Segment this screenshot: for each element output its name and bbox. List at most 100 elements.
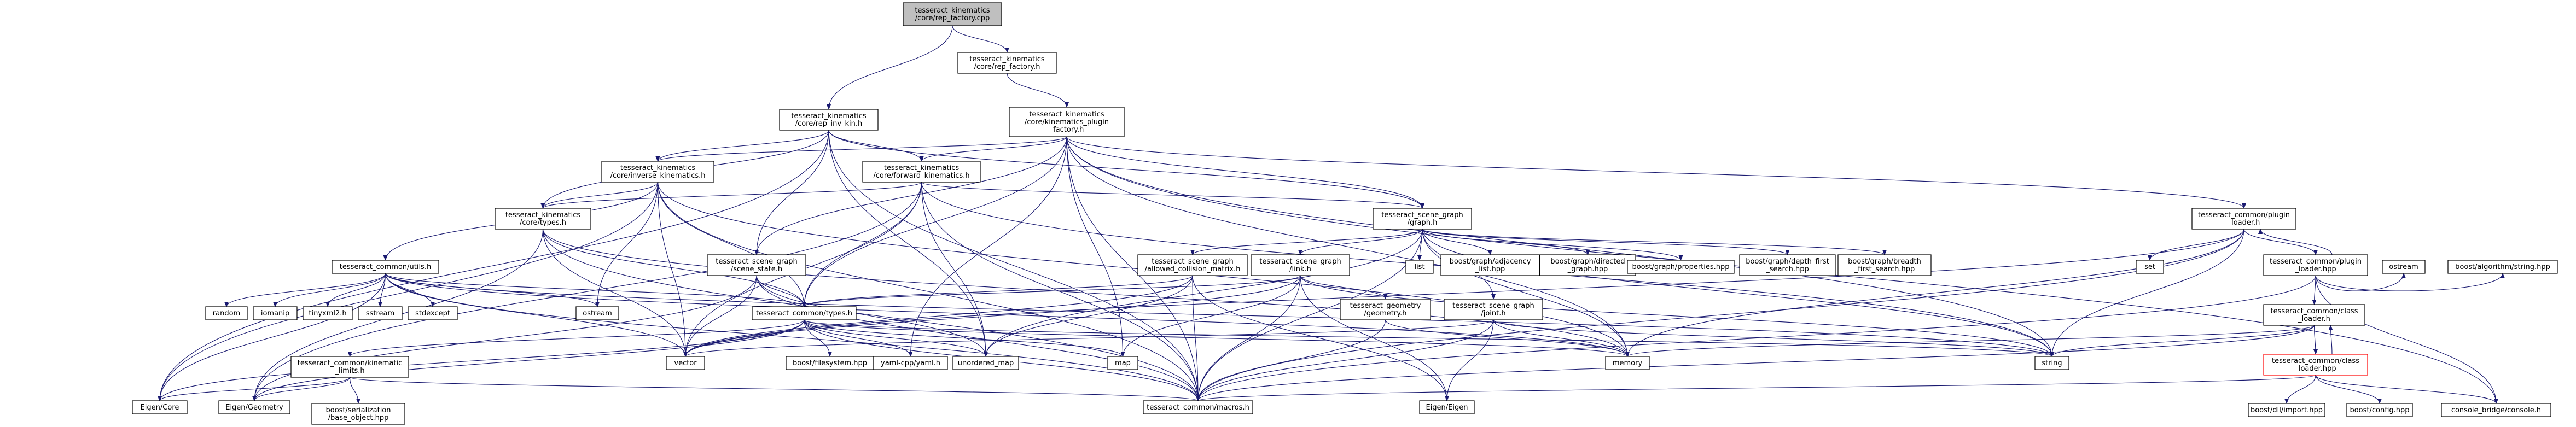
graph-node[interactable]: tesseract_common/types.h (752, 306, 857, 320)
graph-node[interactable]: boost/filesystem.hpp (786, 356, 874, 370)
edge-n_common_types-to-n_umap (804, 319, 988, 357)
edge-n_plugin_loader_hpp-to-n_class_loader_h (2312, 275, 2317, 305)
graph-node[interactable]: tesseract_common/macros.h (1143, 400, 1253, 414)
node-box (303, 306, 353, 320)
graph-node[interactable]: tesseract_geometry/geometry.h (1340, 299, 1431, 320)
graph-node[interactable]: boost/graph/properties.hpp (1627, 260, 1735, 274)
graph-node[interactable]: tesseract_common/kinematic_limits.h (290, 356, 409, 378)
edge-n_acm-to-n_common_types (802, 275, 1193, 307)
graph-node[interactable]: tesseract_common/plugin_loader.h (2191, 208, 2296, 230)
node-label: tesseract_scene_graph (1381, 211, 1463, 219)
graph-node[interactable]: yaml-cpp/yaml.h (873, 356, 948, 370)
node-box (1137, 254, 1248, 276)
node-box (786, 356, 874, 370)
graph-node[interactable]: tesseract_scene_graph/joint.h (1444, 299, 1543, 320)
node-label: tesseract_common/class (2272, 357, 2359, 365)
graph-node[interactable]: tesseract_scene_graph/allowed_collision_… (1137, 254, 1248, 276)
node-box (332, 260, 439, 274)
edge-n_common_types-to-n_vector (683, 319, 805, 357)
graph-node[interactable]: set (2136, 260, 2164, 274)
edge-n_repinvkin-to-n_eigen_core (158, 130, 829, 401)
graph-node[interactable]: boost/serialization/base_object.hpp (311, 403, 405, 425)
node-label: string (2042, 359, 2062, 367)
graph-node[interactable]: stdexcept (408, 306, 458, 320)
edge-n_utils-to-n_iomanip (273, 273, 386, 307)
node-label: _loader.hpp (2294, 365, 2336, 373)
node-box (1739, 254, 1836, 276)
graph-node[interactable]: boost/algorithm/string.hpp (2447, 260, 2558, 274)
graph-node[interactable]: boost/graph/directed_graph.hpp (1539, 254, 1636, 276)
graph-node[interactable]: unordered_map (952, 356, 1019, 370)
graph-node[interactable]: vector (666, 356, 705, 370)
node-box (1405, 260, 1434, 274)
edge-n_sg_link-to-n_string (1300, 275, 2054, 357)
edge-n_root-to-n_repfactory_h (952, 25, 1009, 53)
graph-node[interactable]: tesseract_kinematics/core/types.h (495, 208, 591, 230)
edge-n_sg_joint-to-n_string (1493, 319, 2054, 357)
node-label: yaml-cpp/yaml.h (881, 359, 940, 367)
graph-node[interactable]: tesseract_common/class_loader.hpp (2263, 354, 2368, 376)
node-box (1340, 299, 1431, 320)
node-label: stdexcept (415, 309, 450, 318)
graph-node[interactable]: tesseract_kinematics/core/kinematics_plu… (1009, 107, 1125, 137)
edge-n_sg_graph-to-n_acm (1190, 229, 1423, 255)
graph-node[interactable]: tesseract_scene_graph/scene_state.h (707, 254, 806, 276)
edge-n_plugin_loader_h-to-n_plugin_loader_hpp (2243, 229, 2318, 255)
graph-node[interactable]: tesseract_kinematics/core/rep_inv_kin.h (779, 109, 879, 131)
edge-n_repinvkin-to-n_sg_graph (828, 130, 1424, 209)
edge-n_sg_link-to-n_eigen (1300, 275, 1449, 401)
edge-n_plugin_factory-to-n_fwdkin (919, 136, 1067, 162)
graph-node[interactable]: sstream (358, 306, 403, 320)
graph-node[interactable]: Eigen/Eigen (1419, 400, 1475, 414)
graph-node[interactable]: tesseract_kinematics/core/inverse_kinema… (601, 161, 714, 183)
node-box (290, 356, 409, 378)
graph-node[interactable]: Eigen/Core (132, 400, 188, 414)
node-label: /geometry.h (1364, 309, 1407, 318)
node-label: boost/graph/directed (1550, 258, 1625, 266)
graph-node[interactable]: boost/dll/import.hpp (2248, 403, 2325, 417)
graph-node[interactable]: ostream (575, 306, 619, 320)
graph-node[interactable]: boost/config.hpp (2346, 403, 2413, 417)
graph-node[interactable]: iomanip (253, 306, 298, 320)
graph-node[interactable]: list (1405, 260, 1434, 274)
graph-node[interactable]: tinyxml2.h (303, 306, 353, 320)
edge-n_fwdkin-to-n_common_types (802, 182, 922, 307)
node-label: tesseract_kinematics (505, 211, 581, 219)
graph-node[interactable]: map (1107, 356, 1138, 370)
graph-node[interactable]: boost/graph/depth_first_search.hpp (1739, 254, 1836, 276)
edge-n_sg_joint-to-n_eigen (1445, 319, 1494, 401)
node-box (601, 161, 714, 183)
node-box (1419, 400, 1475, 414)
graph-node[interactable]: tesseract_common/class_loader.h (2263, 304, 2365, 326)
node-label: list (1414, 263, 1424, 271)
graph-node[interactable]: Eigen/Geometry (218, 400, 290, 414)
graph-node[interactable]: string (2034, 356, 2069, 370)
edge-n_sg_graph-to-n_memory (1422, 229, 1630, 357)
graph-node[interactable]: tesseract_scene_graph/graph.h (1373, 208, 1472, 230)
graph-node[interactable]: boost/graph/breadth_first_search.hpp (1837, 254, 1932, 276)
graph-node[interactable]: tesseract_common/plugin_loader.hpp (2263, 254, 2368, 276)
node-label: tesseract_kinematics (969, 55, 1045, 63)
node-label: tesseract_scene_graph (1259, 258, 1341, 266)
node-box (2263, 254, 2368, 276)
graph-node[interactable]: random (205, 306, 248, 320)
graph-node: tesseract_kinematics/core/rep_factory.cp… (903, 2, 1002, 26)
graph-node[interactable]: ostream (2382, 260, 2426, 274)
node-label: tesseract_kinematics (915, 7, 990, 15)
node-box (707, 254, 806, 276)
graph-node[interactable]: console_bridge/console.h (2441, 403, 2551, 417)
edge-n_sg_joint-to-n_vector (683, 319, 1494, 357)
node-box (2136, 260, 2164, 274)
edge-n_sg_graph-to-n_bg_bfs (1422, 229, 1887, 255)
edge-n_plugin_loader_hpp-to-n_plugin_loader_h (2258, 229, 2333, 255)
node-label: /core/rep_factory.cpp (915, 14, 990, 22)
node-label: boost/graph/properties.hpp (1632, 263, 1729, 271)
edge-n_plugin_loader_hpp-to-n_console (2315, 275, 2498, 404)
graph-node[interactable]: boost/graph/adjacency_list.hpp (1440, 254, 1540, 276)
graph-node[interactable]: tesseract_scene_graph/link.h (1251, 254, 1350, 276)
graph-node[interactable]: tesseract_kinematics/core/forward_kinema… (862, 161, 981, 183)
graph-node[interactable]: tesseract_common/utils.h (332, 260, 439, 274)
edge-n_plugin_loader_h-to-n_string (2050, 229, 2244, 357)
graph-node[interactable]: memory (1605, 356, 1650, 370)
graph-node[interactable]: tesseract_kinematics/core/rep_factory.h (957, 52, 1057, 74)
